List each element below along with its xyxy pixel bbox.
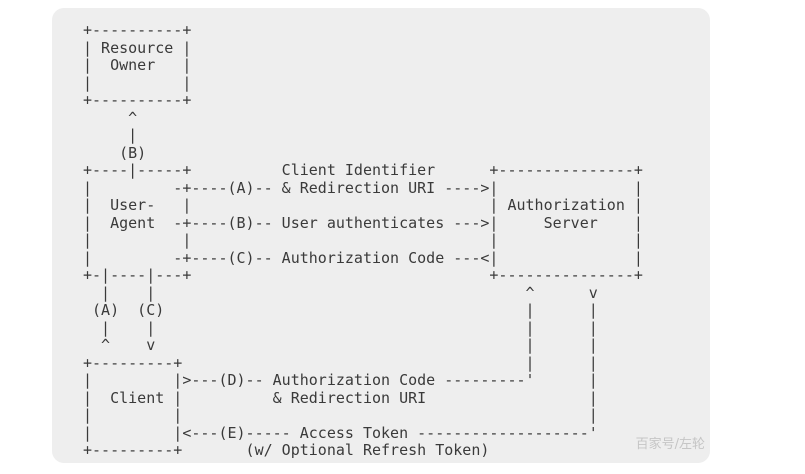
diagram-line: +---------+ | | [83,353,598,372]
diagram-line: | Client | & Redirection URI | [83,388,598,407]
diagram-line: +----------+ [83,91,192,109]
diagram-line: | [83,126,138,144]
diagram-line: +-|----|---+ +---------------+ [83,266,643,284]
diagram-line: | |<---(E)----- Access Token -----------… [83,423,598,442]
diagram-line: | -+----(C)-- Authorization Code ---<| | [83,248,643,267]
diagram-line: | | [83,73,192,92]
diagram-line: | Owner | [83,56,192,74]
diagram-line: | | | | [83,231,643,249]
diagram-line: | Resource | [83,38,192,57]
diagram-line: +---------+ (w/ Optional Refresh Token) [83,441,490,459]
diagram-line: | | | [83,406,598,424]
diagram-line: | | | | [83,318,598,337]
diagram-line: (B) [83,143,147,162]
diagram-panel [52,8,710,463]
oauth-authorization-code-flow-diagram: +----------+ | Resource | | Owner | | | … [83,21,643,460]
diagram-line: +----------+ [83,21,192,39]
diagram-line: | User- | | Authorization | [83,196,643,214]
diagram-line: | -+----(A)-- & Redirection URI ---->| | [83,178,643,197]
diagram-line: (A) (C) | | [83,301,598,319]
diagram-line: ^ [83,108,138,127]
diagram-line: | |>---(D)-- Authorization Code --------… [83,371,598,389]
diagram-line: | Agent -+----(B)-- User authenticates -… [83,213,643,232]
diagram-line: +----|-----+ Client Identifier +--------… [83,161,643,179]
watermark: 百家号/左轮 [635,437,705,452]
diagram-line: ^ v | | [83,336,598,354]
diagram-line: | | ^ v [83,283,598,302]
